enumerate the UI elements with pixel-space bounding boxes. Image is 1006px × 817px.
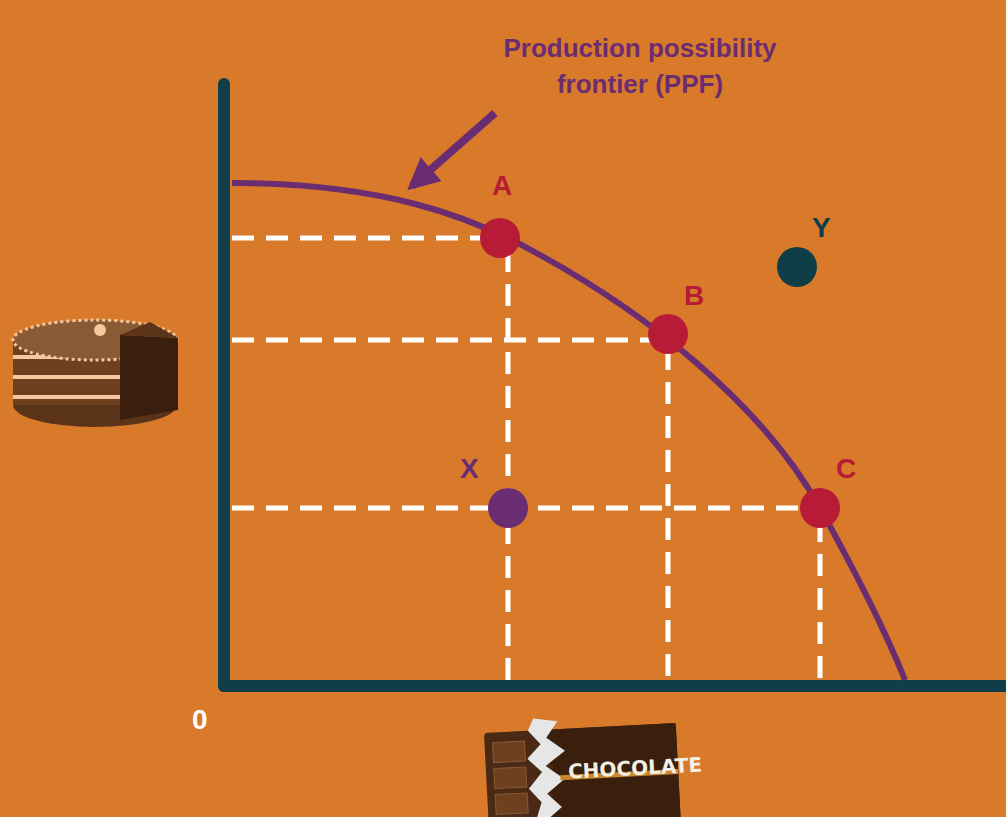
point-dot (488, 488, 528, 528)
guide-lines (232, 238, 820, 680)
bar-wrapper-text: CHOCOLATE (568, 755, 703, 782)
point-label: Y (812, 214, 831, 242)
point-label: B (684, 282, 704, 310)
point-dot (648, 314, 688, 354)
origin-label: 0 (192, 706, 208, 734)
curve-callout: Production possibility frontier (PPF) (455, 30, 825, 103)
point-label: C (836, 455, 856, 483)
cake-icon (13, 320, 178, 427)
leader-arrow (412, 113, 495, 186)
point-label: X (460, 455, 479, 483)
point-dot (800, 488, 840, 528)
point-label: A (492, 172, 512, 200)
point-dot (777, 247, 817, 287)
axes (224, 84, 1006, 686)
ppf-curve (232, 183, 905, 680)
point-dot (480, 218, 520, 258)
